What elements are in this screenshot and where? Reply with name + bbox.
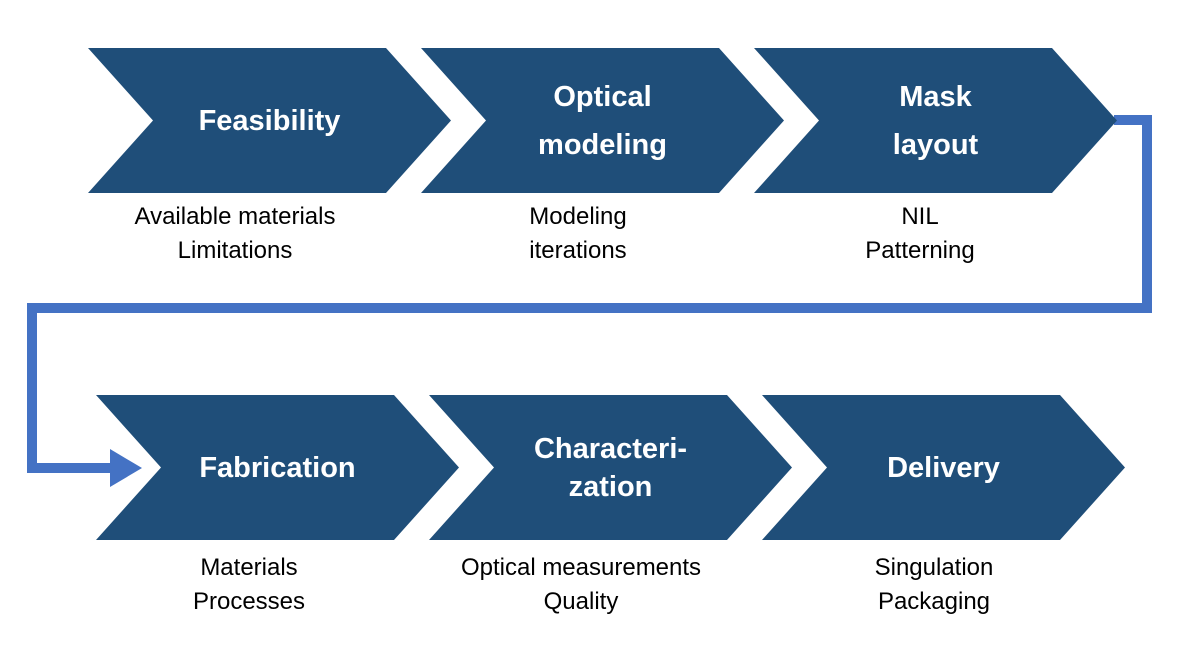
step-sublabel-fabrication: Materials Processes	[192, 554, 306, 615]
step-sublabel-feasibility: Available materials Limitations	[134, 203, 336, 264]
step-delivery: Delivery	[762, 395, 1125, 540]
step-label: Optical modeling	[538, 80, 667, 161]
arrowhead-icon	[110, 449, 142, 487]
step-label: Characteri- zation	[533, 432, 688, 503]
step-sublabel-characterization: Optical measurements Quality	[460, 554, 702, 615]
step-sublabel-delivery: Singulation Packaging	[874, 554, 994, 615]
step-label: Feasibility	[198, 104, 341, 137]
connector-line	[27, 115, 1152, 473]
step-label: Mask layout	[892, 80, 979, 161]
step-sublabel-mask-layout: NIL Patterning	[865, 203, 975, 264]
step-label: Fabrication	[199, 451, 356, 484]
step-sublabel-optical-modeling: Modeling iterations	[529, 203, 627, 264]
step-label: Delivery	[887, 451, 1000, 484]
